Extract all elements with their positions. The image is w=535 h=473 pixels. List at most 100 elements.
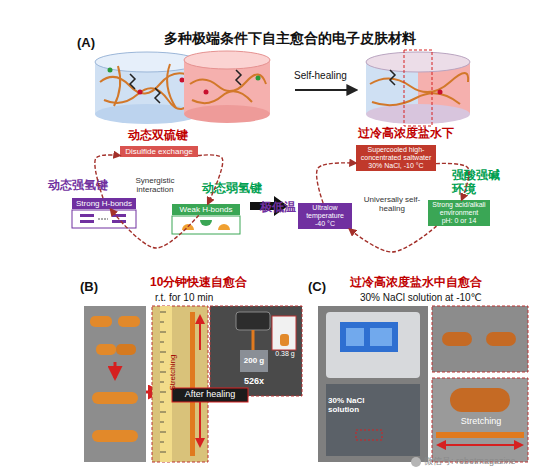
stretch-arrow: [438, 444, 480, 446]
node-text: 30% NaCl, -10 °C: [358, 162, 434, 170]
bond-symbol: [112, 214, 126, 217]
condition-box: 强酸强碱环境Strong acid/alkali environmentpH: …: [428, 200, 490, 226]
bond-symbol: [80, 214, 94, 217]
cycle-arrow: [111, 209, 199, 248]
node-text: Disulfide exchange: [122, 147, 196, 156]
healed-zone: [404, 50, 432, 126]
condition-box: 动态强氢键Strong H-bonds: [72, 198, 136, 209]
figure-label: r.t. for 10 min: [155, 292, 255, 304]
bond-site: [108, 68, 113, 73]
polymer-chain: [192, 91, 252, 103]
node-heading: 动态弱氢键: [202, 182, 272, 196]
piece-top: [184, 51, 270, 69]
node-text: Ultralow temperature: [300, 204, 350, 220]
figure-label: 30% NaCl solution at -10℃: [360, 292, 530, 304]
figure-label: (B): [80, 280, 120, 295]
polymer-chain: [190, 74, 266, 91]
node-heading: 动态双硫键: [128, 129, 198, 143]
bond-symbol: [200, 220, 212, 226]
cylinder-top: [95, 52, 199, 72]
crosslink: [155, 88, 160, 103]
photo-stretched: [432, 378, 528, 462]
photo-background: [432, 306, 528, 372]
cycle-arrow: [436, 163, 469, 200]
cut-pieces: [184, 51, 270, 123]
cycle-arrow: [317, 163, 356, 203]
ruler-ticks: [160, 312, 166, 452]
stretched-sample: [190, 312, 195, 456]
polymer-chain: [372, 93, 460, 105]
stretched-sample: [436, 432, 524, 438]
photo-chiller: [318, 306, 428, 462]
figure-label: (C): [308, 280, 348, 295]
bond-symbol: [112, 220, 126, 223]
condition-box: 动态双硫键Disulfide exchange: [120, 146, 198, 157]
figure-title: 多种极端条件下自主愈合的电子皮肤材料: [40, 30, 535, 46]
figure-label: 0.38 g: [268, 350, 302, 358]
figure-label: 200 g: [236, 356, 272, 365]
condition-box: 动态弱氢键Weak H-bonds: [172, 204, 240, 215]
piece-bottom: [184, 105, 270, 123]
photo-background: [432, 378, 528, 462]
bond-symbol: [182, 224, 194, 230]
node-text: pH: 0 or 14: [430, 217, 488, 225]
inset-photo: [272, 316, 296, 350]
sample-piece: [90, 316, 112, 327]
cycle-arrow: [198, 155, 223, 204]
healed-sample: [92, 430, 138, 442]
figure-label: Stretching: [168, 348, 177, 398]
cylinder-bottom: [366, 104, 470, 124]
photo-healing-steps: [84, 306, 160, 462]
node-heading: 动态强氢键: [48, 179, 118, 193]
figure-label: Self-healing: [294, 70, 364, 82]
condition-box: 极低温Ultralow temperature-40 °C: [298, 203, 352, 229]
figure-label: Synergistic interaction: [128, 176, 182, 194]
caption-bar: [172, 388, 248, 402]
figure-label: 微信号: robotmagazine: [424, 456, 534, 466]
bond-symbol: [80, 220, 94, 223]
photo-background: [84, 306, 146, 462]
polymer-chain: [370, 73, 468, 92]
crosslink: [390, 70, 395, 85]
crosslink: [236, 70, 241, 85]
bond-site: [204, 90, 209, 95]
healed-sample: [92, 392, 138, 404]
node-heading: 过冷高浓度盐水下: [358, 127, 468, 141]
bond-symbol: [98, 219, 108, 220]
salt-bath: [326, 384, 420, 456]
node-text: Strong acid/alkali environment: [430, 201, 488, 217]
node-text: Weak H-bonds: [174, 205, 238, 214]
strong-hbond-panel: [72, 210, 136, 228]
figure-label: 10分钟快速自愈合: [150, 276, 270, 290]
hanging-scale: [236, 312, 270, 330]
photo-ruler-stretch: [152, 306, 208, 462]
bond-site: [438, 90, 443, 95]
photo-background: [318, 306, 428, 462]
stretch-arrow: [199, 316, 201, 350]
crosslink: [130, 74, 135, 89]
photo-background: [152, 306, 208, 462]
display-digits: [370, 328, 392, 346]
healed-sample: [450, 388, 510, 412]
watermark-icon: [411, 457, 421, 467]
polymer-chain: [114, 66, 120, 106]
weak-hbond-panel: [172, 216, 240, 234]
figure-label: After healing: [172, 389, 248, 399]
condition-box: 过冷高浓度盐水下Supercooled high-concentrated sa…: [356, 145, 436, 171]
cycle-arrow: [349, 226, 436, 252]
bond-site: [256, 76, 261, 81]
figure-label: Universally self-healing: [356, 195, 428, 213]
photo-load-test: [210, 306, 302, 396]
symbol-panel: [72, 210, 136, 228]
sample-strip: [252, 330, 255, 350]
display-digits: [346, 328, 364, 346]
cylinder-top: [366, 52, 470, 72]
polymer-cylinder: [95, 52, 199, 124]
sample-piece: [96, 344, 116, 355]
node-heading: 极低温: [260, 201, 300, 215]
sample-piece: [280, 334, 289, 346]
symbol-panel: [172, 216, 240, 234]
